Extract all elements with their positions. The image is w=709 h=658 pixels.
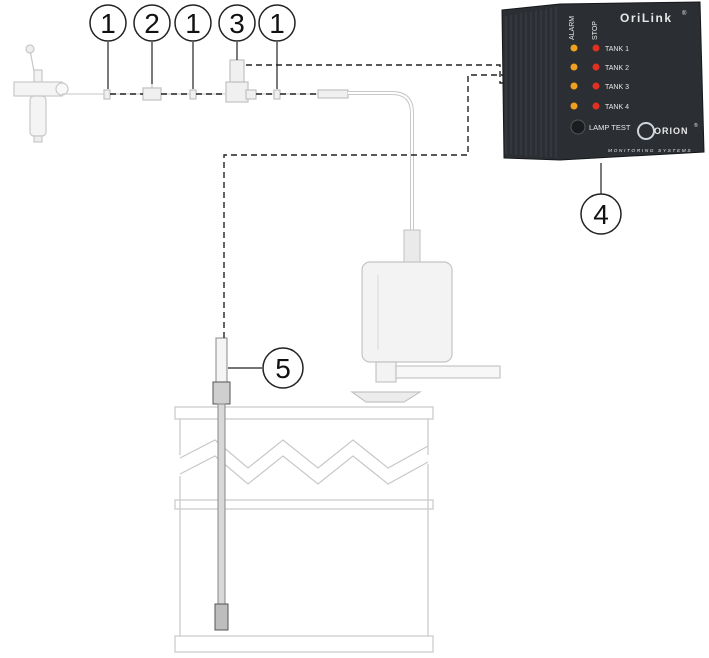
callout-5: 5 [262,347,304,389]
stop-led-icon [592,102,600,110]
callout-1a-label: 1 [100,8,116,39]
callout-1c: 1 [258,4,296,42]
drum [174,406,434,653]
pump [350,261,501,403]
panel-ribs [505,7,557,158]
lamp-test-label: LAMP TEST [589,123,631,132]
tank-1-label: TANK 1 [605,46,629,53]
tank-row-1: TANK 1 [570,44,629,53]
lamp-test-button[interactable] [570,119,586,135]
alarm-led-icon [570,63,578,71]
tank-2-label: TANK 2 [605,65,629,72]
alarm-label: ALARM [569,16,576,40]
panel-brand: OriLink [620,11,673,25]
stop-led-icon [592,63,600,71]
orion-logo: ORION ® [637,122,698,140]
callout-leaders [107,42,602,369]
company-mark: ® [694,122,698,129]
panel-brand-mark: ® [682,10,687,17]
callout-2-label: 2 [144,8,160,39]
alarm-led-icon [570,44,578,52]
callout-3-label: 3 [229,8,245,39]
air-filter-regulator [13,44,69,143]
tank-4-label: TANK 4 [605,104,629,111]
level-probe [212,337,231,631]
callout-1a: 1 [89,4,127,42]
callout-2: 2 [133,4,171,42]
callout-4-label: 4 [593,199,609,230]
stop-led-icon [592,44,600,52]
air-hose [348,91,414,230]
tank-row-2: TANK 2 [570,63,629,72]
callout-1c-label: 1 [269,8,285,39]
tank-row-4: TANK 4 [570,102,629,111]
alarm-led-icon [570,102,578,110]
tank-row-3: TANK 3 [570,82,629,91]
alarm-led-icon [570,82,578,90]
callout-5-label: 5 [275,353,291,384]
callout-4: 4 [580,193,622,235]
orilink-control-panel: OriLink ® ALARM STOP TANK 1 TANK 2 TANK … [501,1,705,161]
air-line-fittings [103,59,349,103]
stop-led-icon [592,82,600,90]
tank-3-label: TANK 3 [605,84,629,91]
company-name: ORION [654,126,689,136]
callout-1b: 1 [174,4,212,42]
callout-1b-label: 1 [185,8,201,39]
callout-3: 3 [218,4,256,42]
stop-label: STOP [592,21,599,40]
panel-tagline: MONITORING SYSTEMS [608,148,692,154]
